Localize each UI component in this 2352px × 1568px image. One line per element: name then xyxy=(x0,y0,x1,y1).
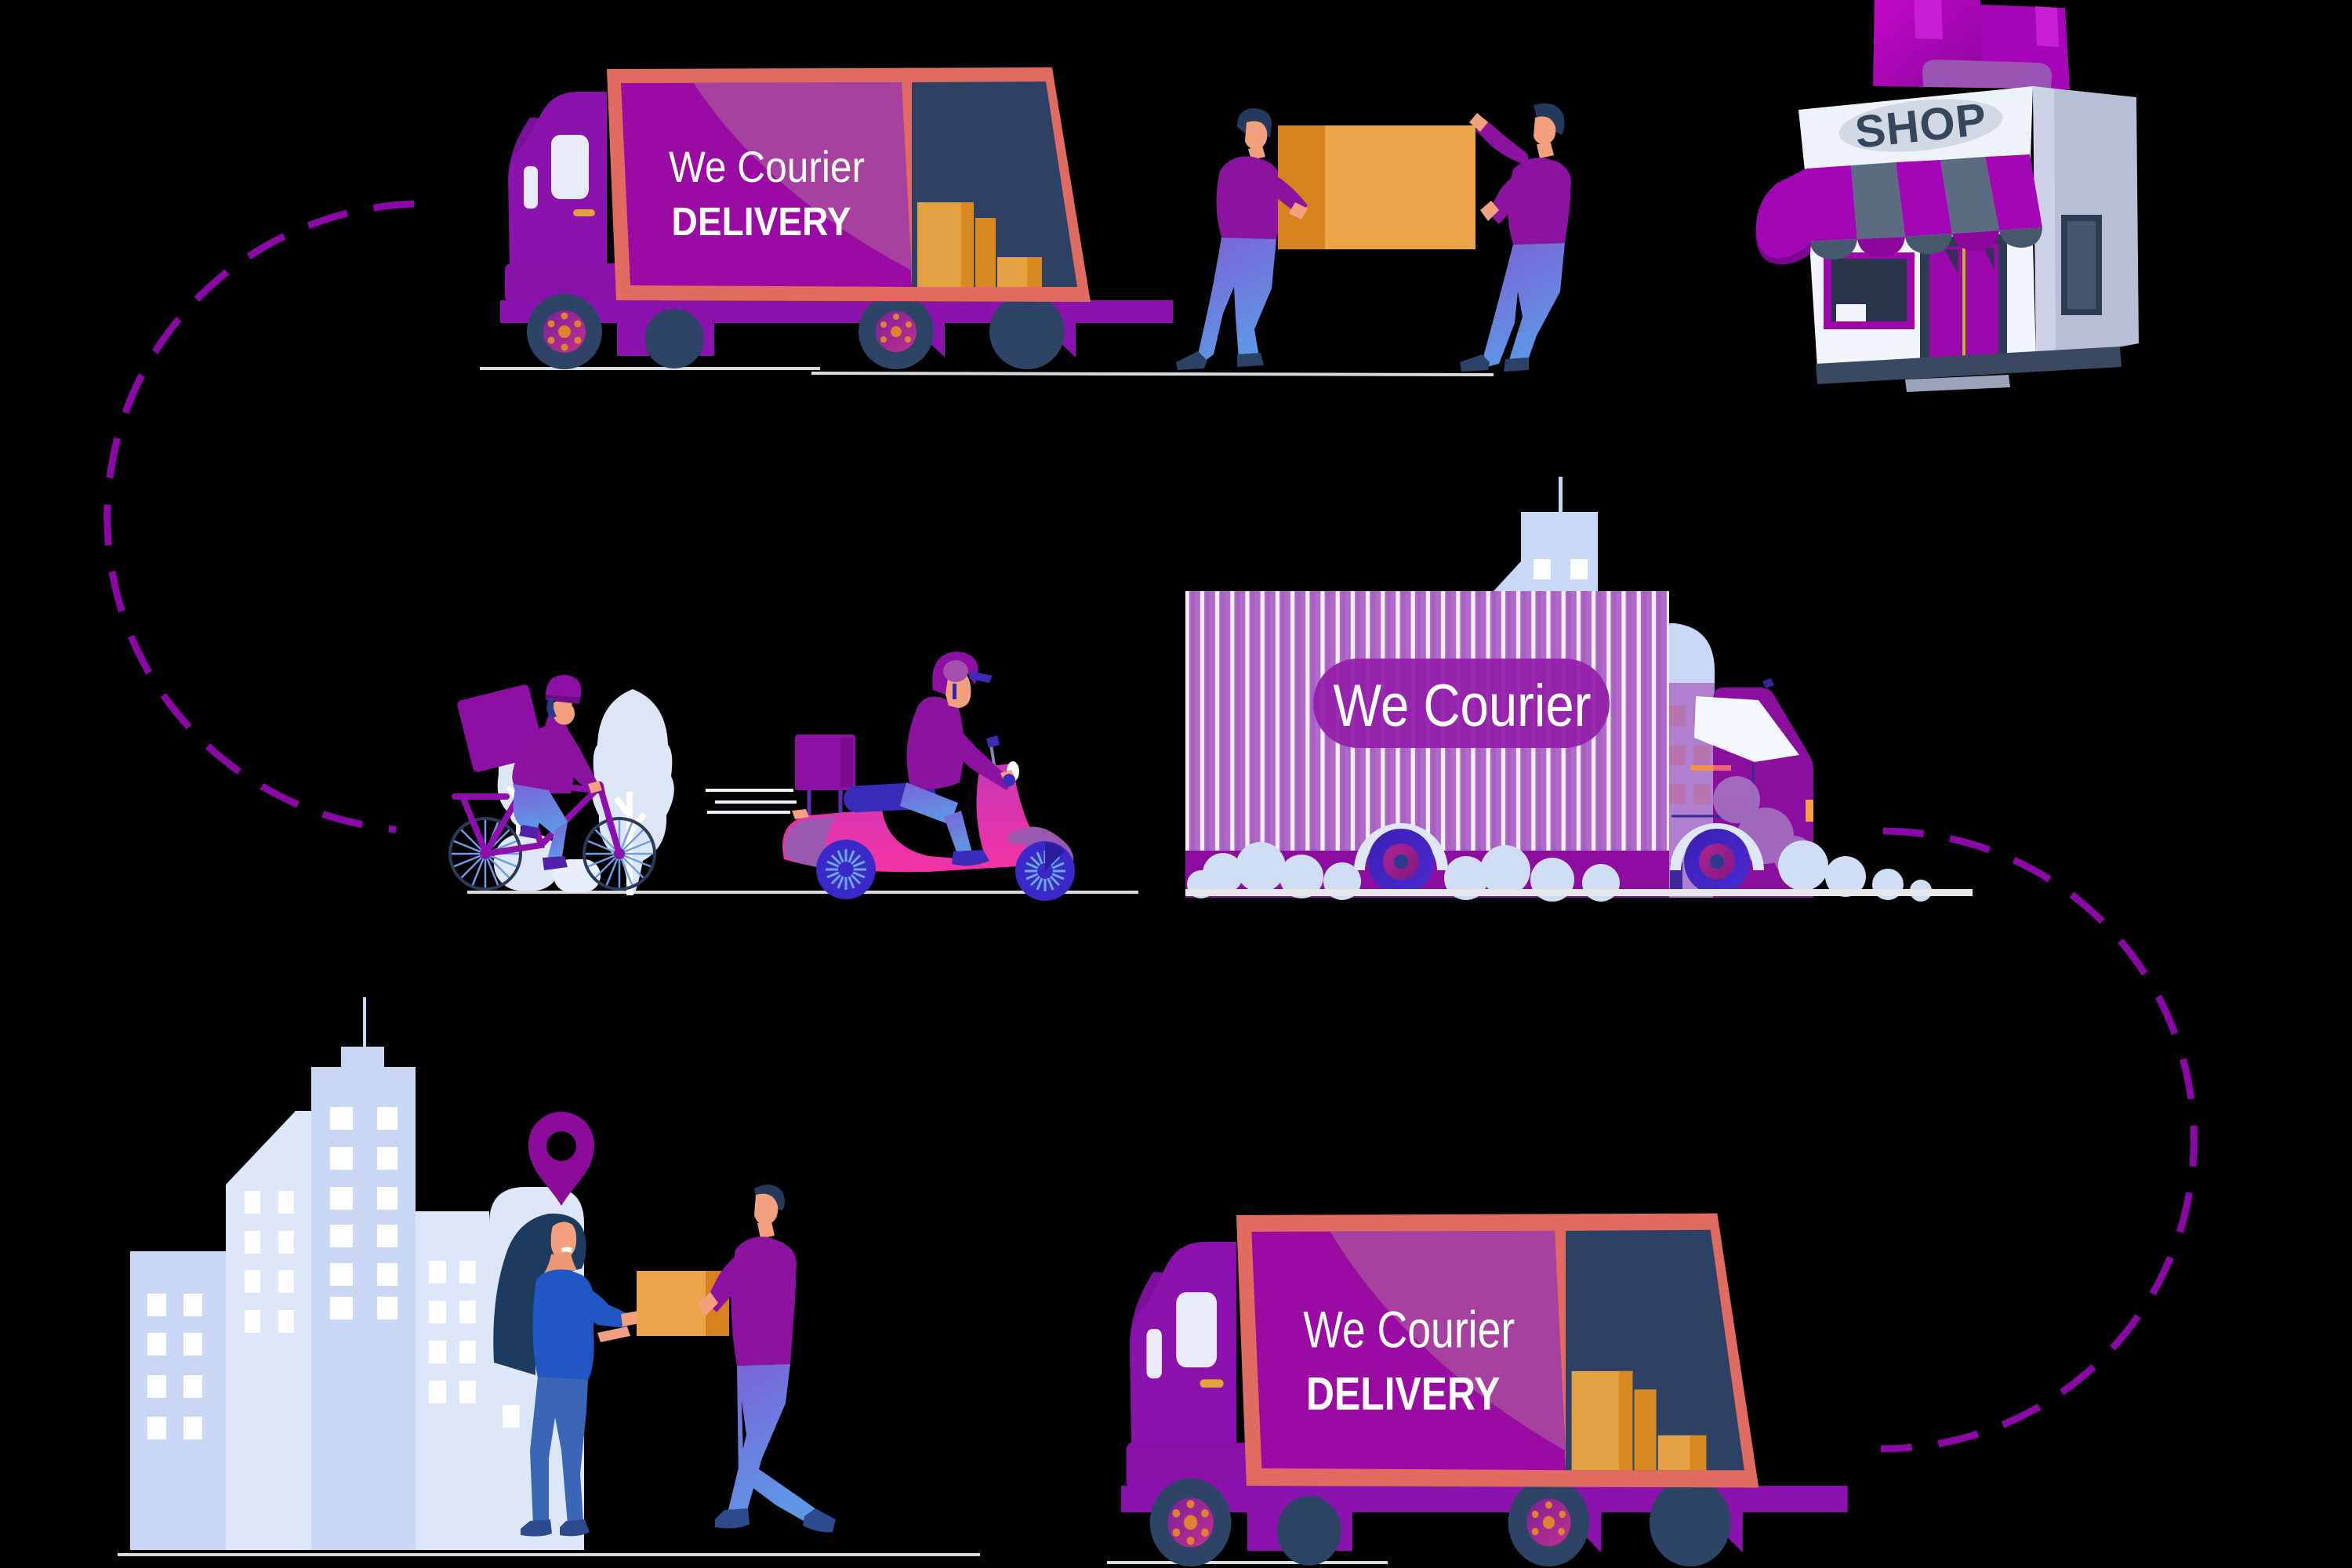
svg-text:We Courier: We Courier xyxy=(669,142,865,191)
svg-text:DELIVERY: DELIVERY xyxy=(672,199,851,244)
svg-text:We Courier: We Courier xyxy=(1334,673,1592,739)
